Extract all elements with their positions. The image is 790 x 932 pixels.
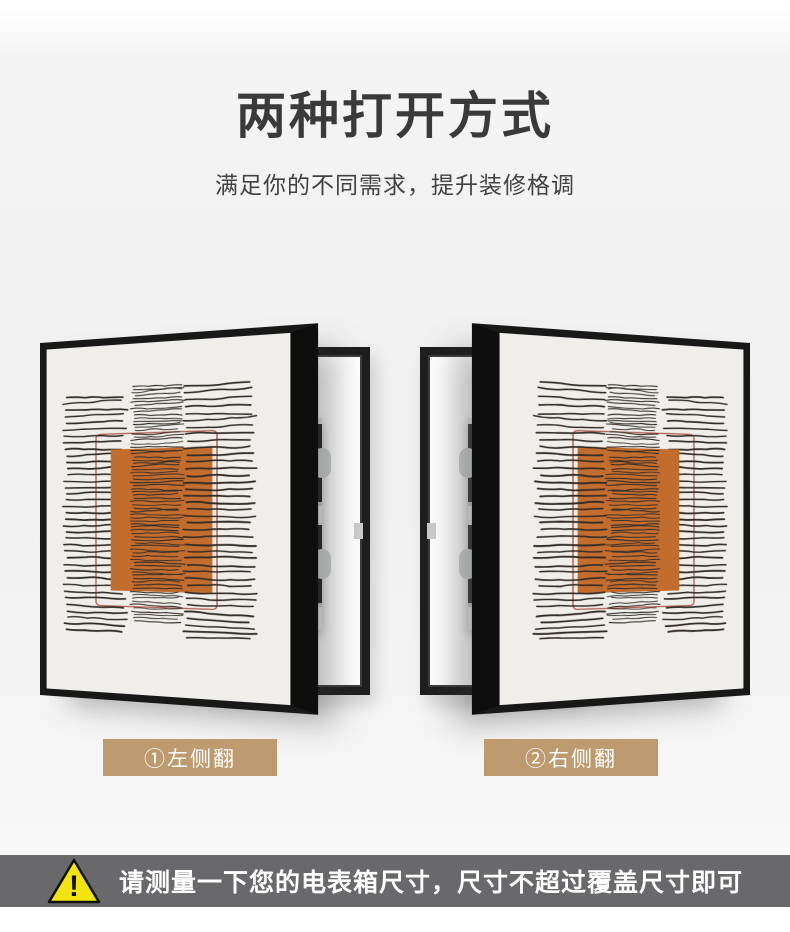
decor-panel-right — [471, 323, 750, 715]
demo-right-flip — [410, 323, 750, 720]
flip-label-left: ①左侧翻 — [103, 739, 277, 776]
latch — [427, 523, 436, 539]
warning-text: 请测量一下您的电表箱尺寸，尺寸不超过覆盖尺寸即可 — [118, 869, 743, 897]
demo-left-flip — [40, 323, 380, 720]
flip-label-right: ②右侧翻 — [484, 739, 658, 776]
abstract-artwork — [500, 333, 744, 705]
latch — [354, 523, 363, 539]
abstract-artwork — [47, 333, 291, 705]
warning-bar: ! 请测量一下您的电表箱尺寸，尺寸不超过覆盖尺寸即可 — [0, 855, 790, 907]
exclamation-glyph: ! — [69, 870, 79, 903]
page-title: 两种打开方式 — [236, 88, 554, 144]
warning-triangle-icon: ! — [47, 858, 101, 904]
decor-panel-left — [40, 323, 319, 715]
page-subtitle: 满足你的不同需求，提升装修格调 — [215, 172, 575, 198]
